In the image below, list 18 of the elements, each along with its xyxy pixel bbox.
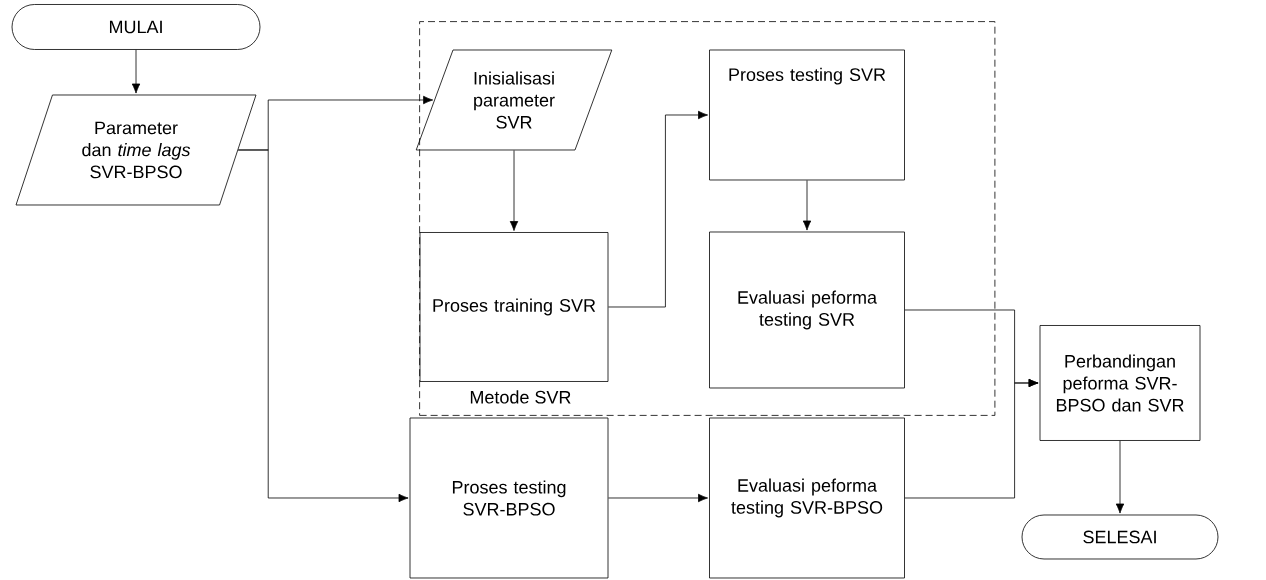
arrow	[608, 110, 708, 308]
input-parallelogram: Parameter dan time lags SVR-BPSO	[15, 94, 257, 206]
input-parallelogram: Inisialisasi parameter SVR	[415, 49, 613, 151]
process-box: Proses testing SVR-BPSO	[409, 417, 609, 579]
arrow	[509, 150, 519, 231]
arrow	[904, 378, 1039, 499]
arrow	[237, 149, 409, 503]
process-box: Perbandingan peforma SVR-BPSO dan SVR	[1039, 325, 1201, 441]
arrow	[1115, 440, 1125, 514]
process-box: Proses testing SVR	[709, 49, 905, 181]
end-terminal: SELESAI	[1021, 514, 1219, 560]
process-box: Evaluasi peforma testing SVR	[709, 231, 905, 389]
arrow	[608, 493, 708, 503]
process-box: Evaluasi peforma testing SVR-BPSO	[709, 417, 905, 579]
arrow	[131, 49, 141, 94]
arrow	[802, 180, 812, 231]
start-terminal: MULAI	[11, 4, 261, 50]
process-box: Proses training SVR	[419, 232, 609, 382]
